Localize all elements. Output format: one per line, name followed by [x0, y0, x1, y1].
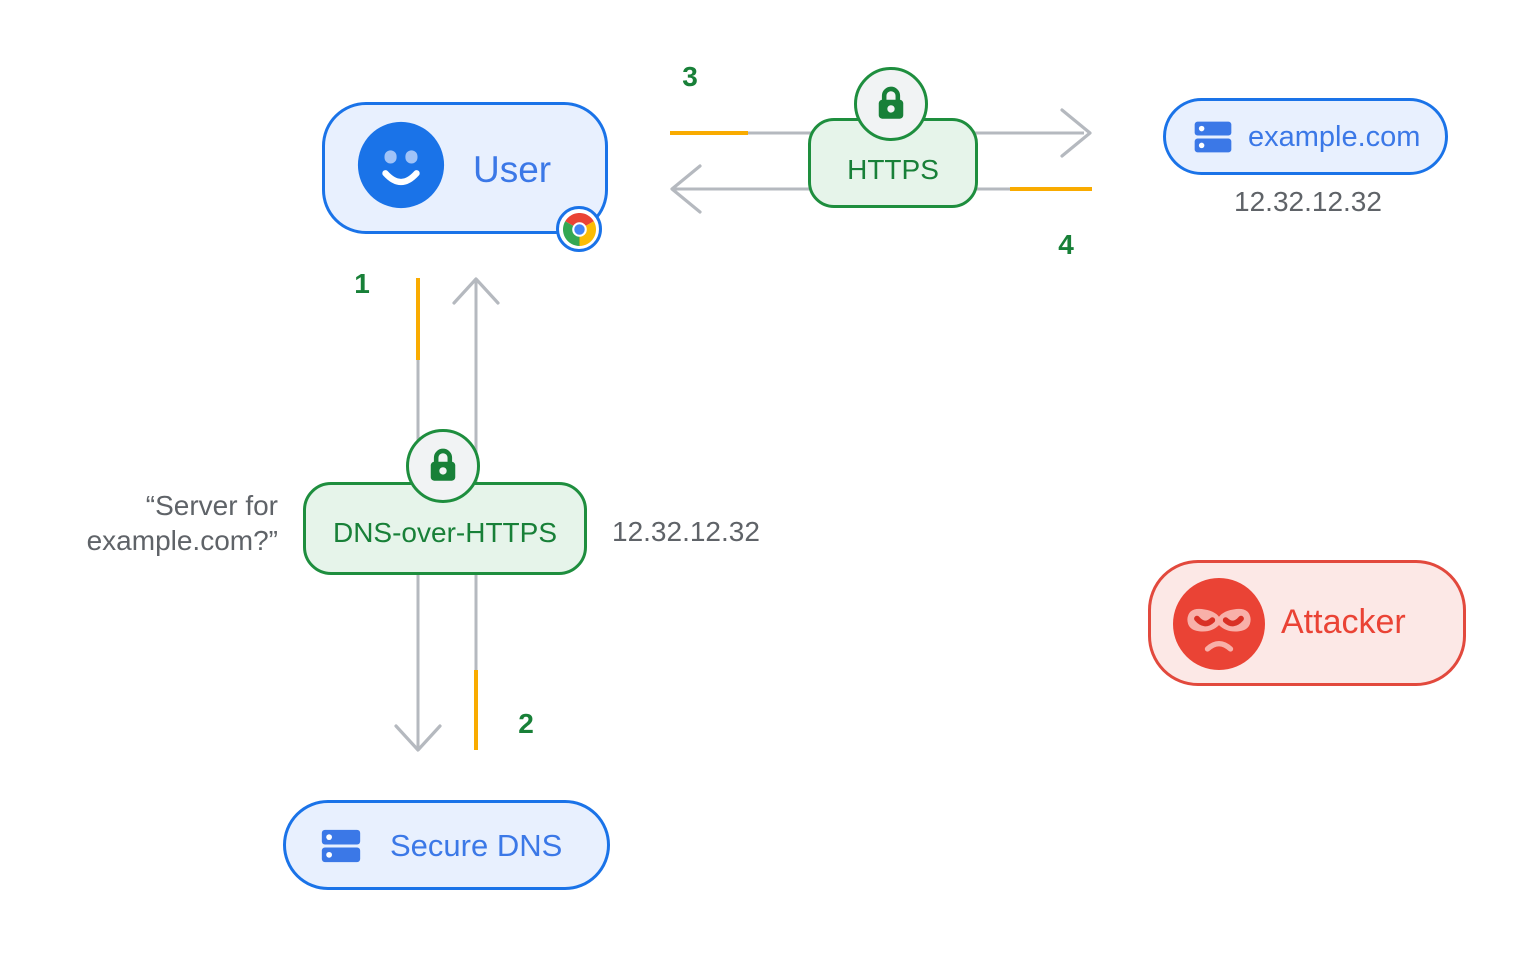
user-label: User	[473, 149, 552, 190]
dns-query-text: “Server for example.com?”	[38, 488, 278, 558]
example-com-ip: 12.32.12.32	[1234, 186, 1382, 217]
arrowhead-up-icon	[452, 277, 500, 305]
doh-lock-badge	[406, 429, 480, 503]
arrowhead-right-icon	[1060, 108, 1092, 158]
dns-query-line1: “Server for	[145, 490, 278, 521]
doh-resolved-ip: 12.32.12.32	[612, 516, 760, 547]
example-com-node: example.com	[1163, 98, 1448, 175]
chrome-badge	[556, 206, 602, 252]
dns-query-line2: example.com?”	[86, 525, 278, 556]
attacker-node: Attacker	[1148, 560, 1466, 686]
dns-over-https-node: DNS-over-HTTPS	[303, 482, 587, 575]
attacker-mask-icon	[1173, 578, 1265, 670]
dns-over-https-label: DNS-over-HTTPS	[332, 516, 557, 548]
lock-icon	[430, 448, 456, 481]
https-lock-badge	[854, 67, 928, 141]
user-node: User	[322, 102, 608, 234]
server-icon	[1194, 121, 1232, 153]
secure-dns-label: Secure DNS	[390, 828, 563, 863]
https-label: HTTPS	[847, 154, 939, 185]
secure-dns-node: Secure DNS	[283, 800, 610, 890]
attacker-label: Attacker	[1281, 603, 1406, 641]
step-label-2: 2	[518, 708, 534, 739]
step-label-3: 3	[682, 61, 698, 92]
smiley-face-icon	[357, 121, 445, 209]
arrowhead-left-icon	[670, 164, 702, 214]
example-com-label: example.com	[1248, 121, 1421, 153]
arrowhead-down-icon	[394, 724, 442, 752]
lock-icon	[878, 86, 904, 119]
step-label-1: 1	[354, 268, 370, 299]
server-icon	[321, 829, 361, 863]
chrome-icon	[562, 212, 596, 246]
step-label-4: 4	[1058, 229, 1074, 260]
